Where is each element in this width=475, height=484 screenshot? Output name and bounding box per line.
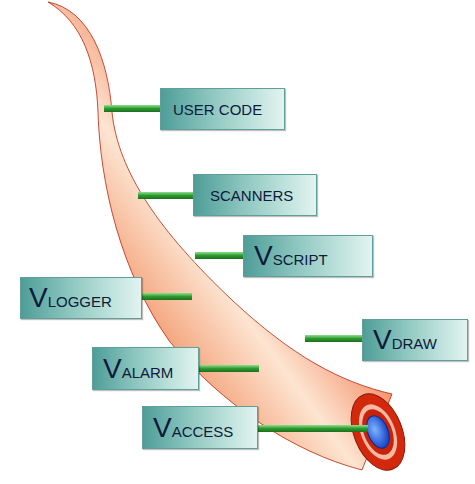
module-box: VSCRIPT xyxy=(243,235,373,277)
module-box: VALARM xyxy=(92,347,199,390)
module-label: SCANNERS xyxy=(210,188,293,203)
module-box: VLOGGER xyxy=(20,277,142,319)
module-label: VALARM xyxy=(103,355,173,383)
module-label: VLOGGER xyxy=(29,284,112,312)
module-label: VSCRIPT xyxy=(254,242,328,270)
cable-body xyxy=(48,2,392,470)
green-bar xyxy=(256,425,368,432)
module-label: VDRAW xyxy=(373,326,437,354)
module-box: VACCESS xyxy=(142,406,258,449)
module-box: USER CODE xyxy=(160,88,285,130)
module-box: VDRAW xyxy=(362,319,468,361)
module-label: VACCESS xyxy=(153,414,233,442)
module-label: USER CODE xyxy=(173,102,262,117)
module-box: SCANNERS xyxy=(193,174,317,216)
